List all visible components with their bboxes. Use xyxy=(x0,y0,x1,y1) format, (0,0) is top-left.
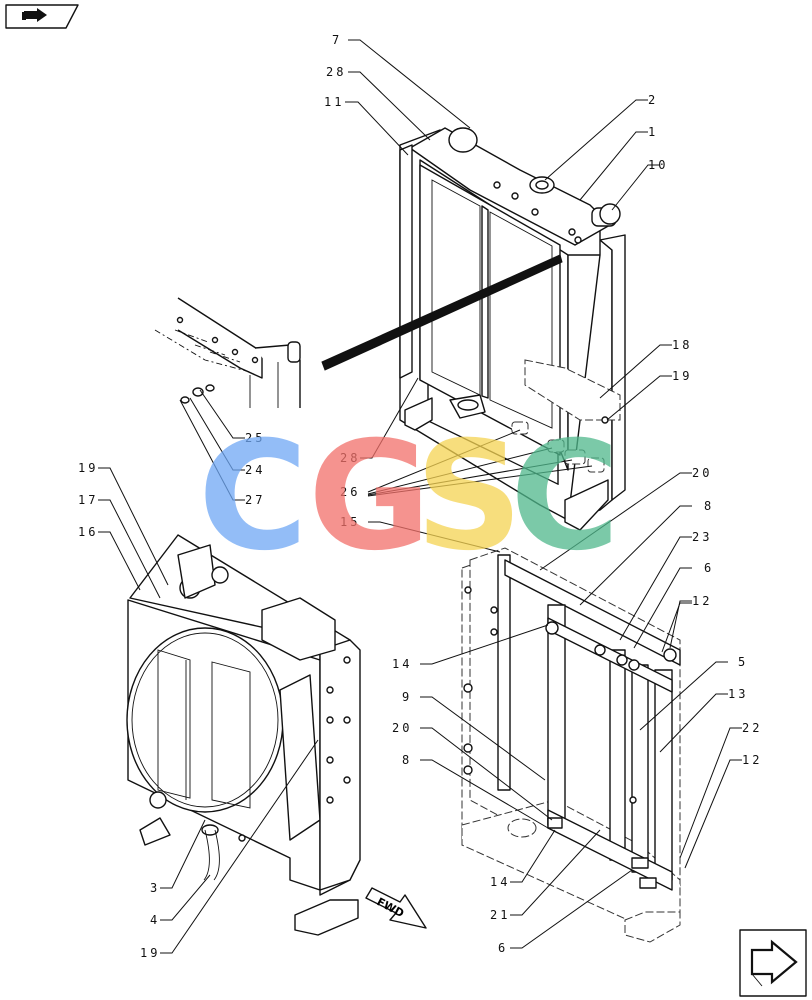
callout-label: 25 xyxy=(245,431,265,445)
mounting-bracket xyxy=(154,297,301,408)
callout-label: 19 xyxy=(140,946,160,960)
watermark-letter: S xyxy=(415,410,523,584)
nav-arrow-icon[interactable] xyxy=(5,4,79,29)
callout-label: 20 xyxy=(392,721,412,735)
callout-label: 16 xyxy=(78,525,98,539)
callout-labels: 7 28 11 2 1 10 18 19 25 24 27 28 26 15 1… xyxy=(78,33,762,960)
callout-label: 28 xyxy=(326,65,346,79)
callout-label: 27 xyxy=(245,493,265,507)
callout-label: 1 xyxy=(648,125,658,139)
callout-label: 15 xyxy=(340,515,360,529)
callout-label: 12 xyxy=(692,594,712,608)
watermark-logo: C G S C xyxy=(198,410,620,584)
watermark-letter: C xyxy=(198,410,308,584)
callout-label: 23 xyxy=(692,530,712,544)
forward-direction-arrow: FWD xyxy=(365,887,427,929)
callout-label: 2 xyxy=(648,93,658,107)
callout-label: 14 xyxy=(392,657,412,671)
callout-label: 19 xyxy=(78,461,98,475)
fan-shroud-assembly xyxy=(126,534,361,936)
callout-label: 18 xyxy=(672,338,692,352)
callout-label: 4 xyxy=(150,913,160,927)
callout-label: 3 xyxy=(150,881,160,895)
callout-label: 26 xyxy=(340,485,360,499)
callout-label: 20 xyxy=(692,466,712,480)
return-arrow-icon[interactable] xyxy=(739,929,807,997)
callout-label: 14 xyxy=(490,875,510,889)
callout-label: 17 xyxy=(78,493,98,507)
watermark-letter: G xyxy=(308,410,431,584)
callout-label: 28 xyxy=(340,451,360,465)
upper-radiator-assembly xyxy=(321,127,626,531)
callout-label: 11 xyxy=(324,95,344,109)
callout-label: 12 xyxy=(742,753,762,767)
callout-label: 7 xyxy=(332,33,342,47)
callout-label: 21 xyxy=(490,908,510,922)
callout-label: 6 xyxy=(498,941,508,955)
callout-label: 6 xyxy=(704,561,714,575)
callout-label: 10 xyxy=(648,158,668,172)
cooler-frame-assembly xyxy=(461,547,681,943)
callout-label: 19 xyxy=(672,369,692,383)
callout-label: 9 xyxy=(402,690,412,704)
callout-label: 8 xyxy=(402,753,412,767)
leader-lines xyxy=(98,39,742,954)
callout-label: 13 xyxy=(728,687,748,701)
callout-label: 5 xyxy=(738,655,748,669)
callout-label: 8 xyxy=(704,499,714,513)
callout-label: 22 xyxy=(742,721,762,735)
callout-label: 24 xyxy=(245,463,265,477)
watermark-letter: C xyxy=(510,410,620,584)
